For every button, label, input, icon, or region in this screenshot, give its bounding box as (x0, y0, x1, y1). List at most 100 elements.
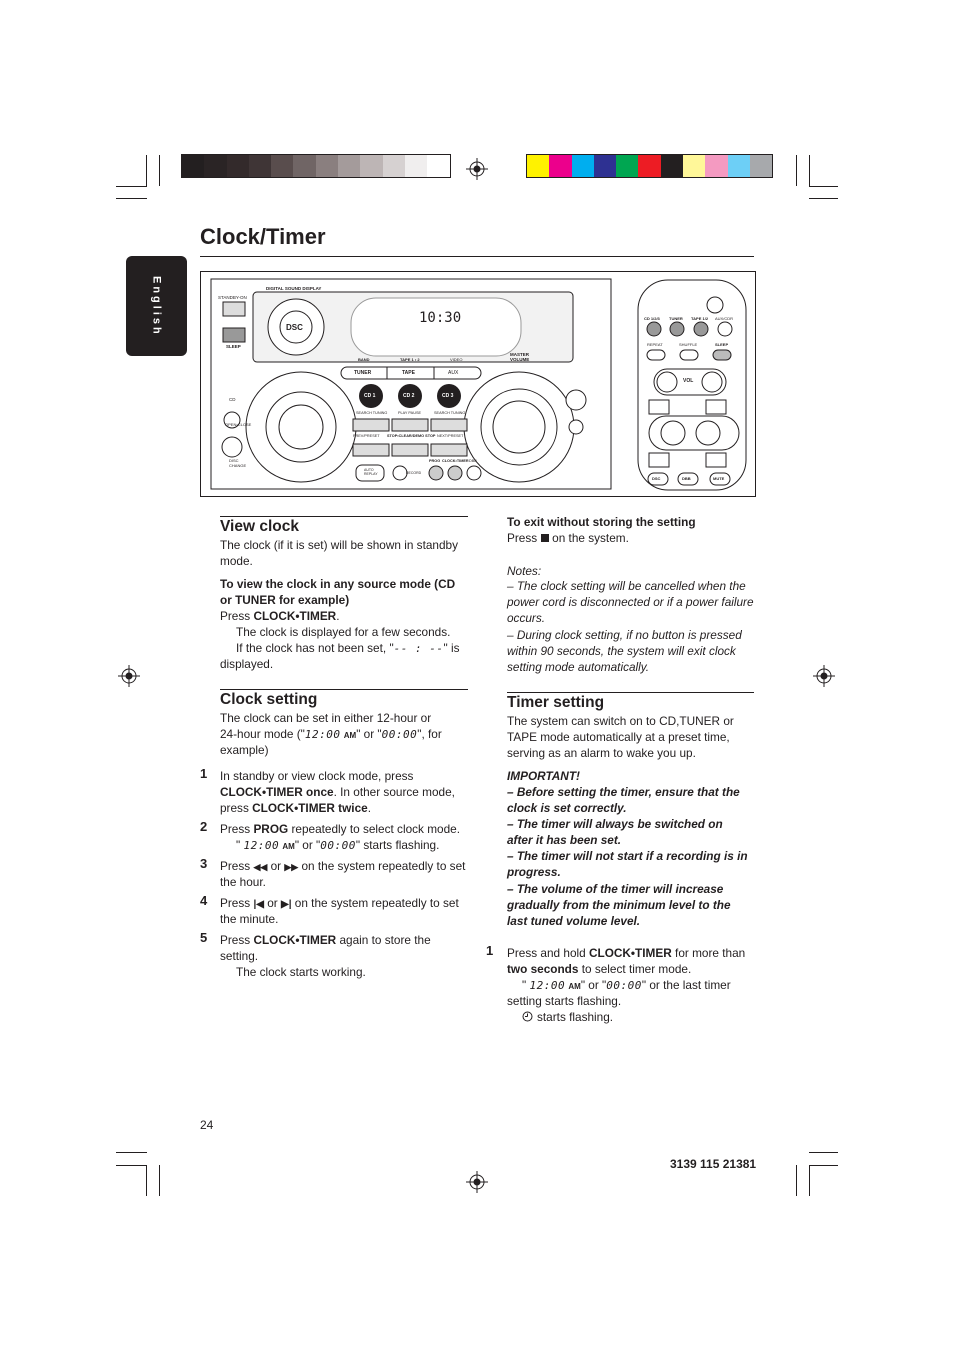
key-text: CLOCK•TIMER once (220, 785, 334, 799)
timer-step1-line5: starts flashing. (522, 1009, 613, 1025)
prog-label: PROG (429, 459, 441, 463)
section-rule (507, 692, 754, 693)
color-swatch (527, 155, 550, 177)
open-close-label: OPEN•CLOSE (225, 422, 252, 427)
key-text: PROG (253, 822, 289, 836)
crop-mark (159, 1165, 160, 1196)
step-number: 1 (486, 943, 494, 958)
clock-setting-heading: Clock setting (220, 691, 318, 708)
step-text: Press (220, 859, 251, 873)
step-text: on the system repeatedly to set (294, 896, 459, 910)
color-swatch (315, 155, 339, 177)
color-swatch (338, 155, 361, 177)
remote-sleep-label: SLEEP (715, 342, 729, 347)
intro-text: 24-hour mode (" (220, 727, 305, 741)
clock-timer-label: CLOCK•TIMER (442, 459, 469, 463)
aux-label: AUX (448, 370, 459, 376)
registration-mark-icon (466, 158, 488, 180)
remote-cd-label: CD 1/2/3 (644, 316, 660, 321)
standby-on-label: STANDBY-ON (218, 295, 247, 300)
master-volume-label: MASTER VOLUME (510, 352, 530, 362)
step-text: . (367, 801, 371, 815)
tape12-label: TAPE 1 • 2 (400, 357, 420, 362)
step-text: or (267, 896, 278, 910)
color-swatch (248, 155, 272, 177)
step4-line1: Press |◀ or ▶| on the system repeatedly … (220, 895, 459, 913)
step-text: Press and hold (507, 946, 586, 960)
document-code: 3139 115 21381 (670, 1157, 757, 1171)
auto-replay-label: AUTO REPLAY (364, 468, 378, 476)
view-clock-intro: The clock (if it is set) will be shown i… (220, 538, 458, 569)
timer-setting-heading: Timer setting (507, 694, 605, 711)
display-time: 10:30 (419, 310, 462, 326)
color-swatch (271, 155, 294, 177)
color-swatch (660, 155, 684, 177)
step5-line1: Press CLOCK•TIMER again to store the (220, 932, 431, 948)
remote-dbb-label: DBB (682, 476, 691, 481)
step-number: 2 (200, 819, 208, 834)
next-preset-label: NEXT/PRESET (437, 434, 464, 438)
timer-intro: The system can switch on to CD,TUNER or … (507, 714, 734, 761)
step-text: for more than (675, 946, 746, 960)
crop-mark (809, 186, 838, 187)
clock-setting-intro-d: example) (220, 743, 269, 757)
step-text: . In other source mode, (333, 785, 455, 799)
timer-step1-line4: setting starts flashing. (507, 994, 622, 1008)
crop-mark (809, 1152, 838, 1153)
note-2: – During clock setting, if no button is … (507, 628, 742, 675)
step2-line2: " 12:00 AM" or "00:00" starts flashing. (236, 838, 440, 852)
record-label: RECORD (406, 471, 422, 475)
step-text: starts flashing. (537, 1010, 614, 1024)
crop-mark (116, 186, 147, 187)
display-label: DIGITAL SOUND DISPLAY (266, 286, 322, 291)
remote-mute-label: MUTE (713, 476, 725, 481)
color-swatch (360, 155, 383, 177)
view-clock-heading: View clock (220, 518, 299, 535)
color-swatch (571, 155, 594, 177)
sleep-label: SLEEP (226, 344, 241, 349)
crop-mark (796, 155, 797, 186)
crop-mark (159, 155, 160, 186)
previous-icon: |◀ (253, 899, 264, 910)
step-number: 4 (200, 893, 208, 908)
step-text: Press (220, 896, 251, 910)
page-title: Clock/Timer (200, 224, 326, 249)
dbb-label: DBB (469, 459, 477, 463)
step-number: 1 (200, 766, 208, 781)
crop-mark (146, 1165, 147, 1196)
lcd-12: 12:00 (529, 979, 566, 992)
press-text: Press (507, 531, 538, 545)
prev-preset-label: PREV/PRESET (353, 434, 380, 438)
timer-step1-line2: two seconds to select timer mode. (507, 961, 691, 977)
view-clock-note1: The clock is displayed for a few seconds… (236, 625, 451, 639)
step1-line3: press CLOCK•TIMER twice. (220, 800, 371, 816)
or-text: " or " (580, 978, 607, 992)
color-swatch (226, 155, 249, 177)
color-swatch (727, 155, 750, 177)
lcd-12: 12:00 (243, 839, 280, 852)
color-swatch (549, 155, 572, 177)
view-clock-note2-end: displayed. (220, 657, 274, 671)
step-text: on the system repeatedly to set (301, 859, 466, 873)
fast-forward-icon: ▶▶ (284, 862, 299, 872)
step-text: again to store the (339, 933, 431, 947)
section-rule (220, 516, 468, 517)
lcd-12: 12:00 (304, 728, 341, 741)
language-tab: English (126, 256, 187, 356)
key-text: CLOCK•TIMER twice (252, 801, 368, 815)
registration-mark-icon (118, 665, 140, 687)
am-indicator: AM (282, 842, 295, 851)
search-tuning-right-label: SEARCH TUNING (434, 411, 466, 415)
exit-text: on the system. (552, 531, 629, 545)
important-title: IMPORTANT! (507, 769, 580, 783)
crop-mark (809, 155, 810, 186)
color-swatch (749, 155, 773, 177)
crop-mark (116, 1152, 147, 1153)
step-text: repeatedly to select clock mode. (291, 822, 460, 836)
remote-repeat-label: REPEAT (647, 342, 663, 347)
lcd-00: 00:00 (320, 839, 356, 852)
key-text: CLOCK•TIMER (253, 933, 337, 947)
remote-tuner-label: TUNER (669, 316, 683, 321)
key-text: CLOCK•TIMER (588, 946, 672, 960)
or-text: " or " (294, 838, 321, 852)
